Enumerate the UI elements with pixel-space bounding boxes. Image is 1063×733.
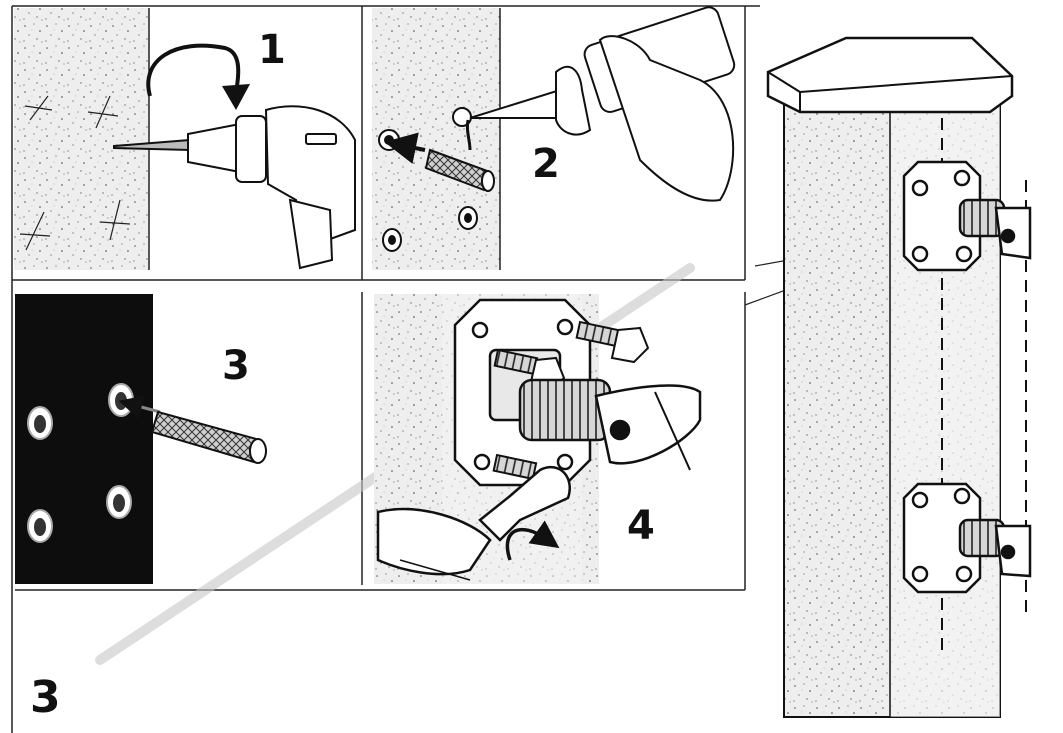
panel-anchor (15, 294, 267, 584)
panel-bracket (374, 294, 702, 584)
panel-drill (14, 8, 356, 270)
threaded-anchor-icon (150, 410, 267, 464)
hinge-pin-icon (518, 378, 702, 471)
rotation-arrow-icon (505, 520, 560, 561)
drill-icon (113, 105, 356, 270)
concrete-wall (14, 8, 149, 270)
section-number: 3 (30, 672, 61, 723)
wall-plug-icon (424, 148, 495, 192)
post-bracket-lower (902, 482, 1032, 594)
gate-post (766, 36, 1027, 718)
insert-arrow-icon (118, 395, 161, 419)
wrench-icon (376, 465, 571, 581)
step-1-label: 1 (258, 27, 286, 73)
post-cap (766, 36, 1014, 114)
panel-frames (11, 5, 760, 733)
rotation-arrow-icon (146, 43, 241, 97)
step-3-label: 3 (222, 343, 250, 389)
caulking-gun-icon (469, 6, 736, 202)
panel-plug (372, 6, 736, 270)
insert-arrow-icon (384, 132, 426, 164)
step-4-label: 4 (627, 503, 655, 549)
step-2-label: 2 (532, 141, 560, 187)
post-bracket-upper (902, 160, 1032, 272)
drill-marks (19, 95, 131, 251)
